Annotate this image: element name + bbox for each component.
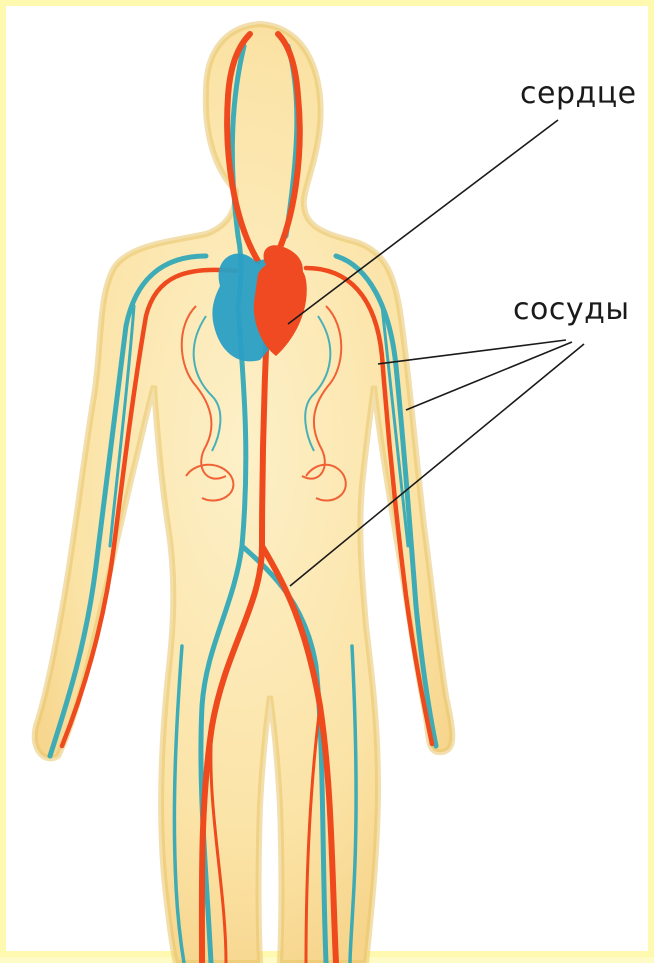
- heart-label: сердце: [520, 76, 637, 111]
- vessels-leader-line-2: [406, 342, 572, 410]
- human-body-illustration: [6, 6, 654, 963]
- vessels-label: сосуды: [513, 292, 630, 327]
